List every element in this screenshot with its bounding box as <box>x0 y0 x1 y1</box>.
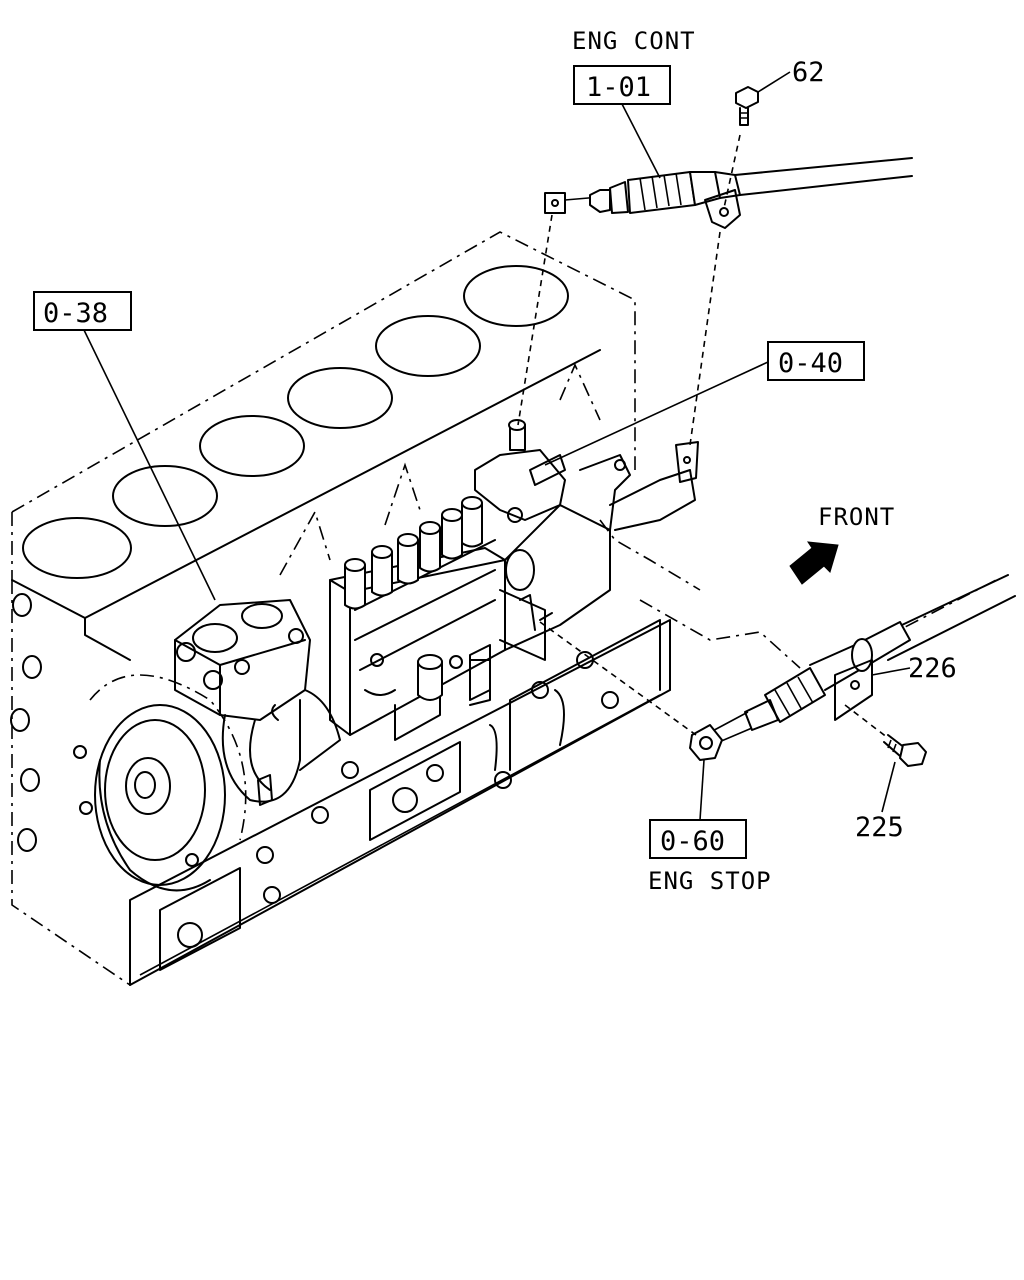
bolt-225 <box>883 734 927 767</box>
part-62-label[interactable]: 62 <box>792 57 825 88</box>
ref-1-01-label[interactable]: 1-01 <box>586 72 651 103</box>
ref-0-60-box[interactable] <box>649 819 747 859</box>
ref-0-40-box[interactable] <box>767 341 865 381</box>
eng-cont-label: ENG CONT <box>572 27 696 55</box>
eng-stop-label: ENG STOP <box>648 867 772 895</box>
front-pulley <box>73 674 247 892</box>
eng-cont-cable <box>544 157 913 229</box>
part-226-label[interactable]: 226 <box>908 653 957 684</box>
ref-1-01-box[interactable] <box>573 65 671 105</box>
air-compressor <box>174 599 341 806</box>
part-225-label[interactable]: 225 <box>855 812 904 843</box>
plunger-row <box>344 496 483 610</box>
hidden-outline <box>639 599 801 669</box>
stay-bracket <box>675 441 699 483</box>
bolt-62 <box>735 86 759 126</box>
injection-pump <box>329 496 506 741</box>
front-arrow-icon <box>789 541 839 585</box>
front-label: FRONT <box>818 503 895 531</box>
leader-lines <box>83 71 911 821</box>
ref-0-38-label[interactable]: 0-38 <box>43 298 108 329</box>
ref-0-38-box[interactable] <box>33 291 132 331</box>
engine-block <box>10 231 671 986</box>
ref-0-60-label[interactable]: 0-60 <box>660 826 725 857</box>
governor-assembly <box>469 419 701 706</box>
ref-0-40-label[interactable]: 0-40 <box>778 348 843 379</box>
eng-stop-cable <box>689 574 1016 761</box>
